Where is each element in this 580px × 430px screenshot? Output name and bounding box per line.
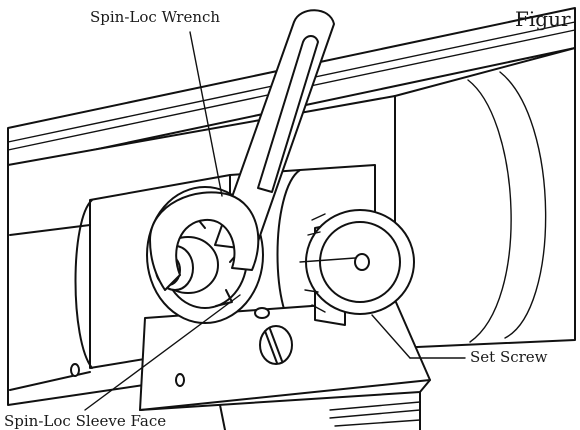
slotted-screw [259, 325, 293, 365]
hex-nut [254, 307, 270, 319]
spin-loc-wrench [149, 9, 335, 291]
label-set-screw: Set Screw [470, 348, 548, 366]
label-spin-loc-sleeve-face: Spin-Loc Sleeve Face [4, 412, 166, 430]
leader-lines [84, 31, 466, 411]
set-screw-knob [299, 209, 415, 326]
label-figure: Figur [515, 7, 571, 31]
label-spin-loc-wrench: Spin-Loc Wrench [90, 8, 220, 26]
